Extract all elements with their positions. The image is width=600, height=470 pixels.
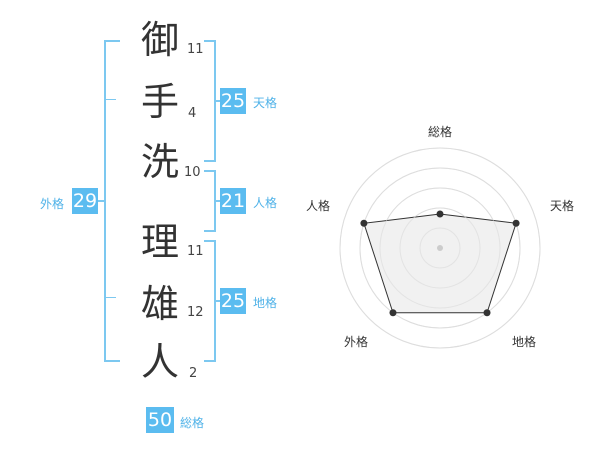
radar-axis-label-4: 外格 bbox=[344, 334, 368, 349]
gaikaku-bracket bbox=[104, 40, 120, 362]
soukaku-value: 50 bbox=[146, 407, 174, 433]
name-char-2: 手 bbox=[140, 80, 179, 124]
soukaku-label: 総格 bbox=[180, 416, 205, 430]
tenkaku-value: 25 bbox=[220, 88, 246, 114]
radar-grid-ring-overlay bbox=[379, 187, 501, 309]
radar-center-dot bbox=[437, 245, 443, 251]
radar-axis-label-2: 天格 bbox=[550, 198, 574, 213]
gaikaku-bracket-tick bbox=[104, 297, 116, 298]
radar-data-polygon bbox=[363, 213, 517, 314]
name-char-1: 御 bbox=[140, 18, 179, 62]
stroke-count-5: 12 bbox=[187, 305, 204, 320]
stroke-count-4: 11 bbox=[187, 244, 204, 259]
radar-point-1 bbox=[436, 210, 444, 218]
radar-axis-label-5: 人格 bbox=[306, 198, 330, 213]
gaikaku-bracket-tick bbox=[104, 99, 116, 100]
stroke-count-3: 10 bbox=[184, 165, 201, 180]
gaikaku-label: 外格 bbox=[40, 197, 65, 211]
name-char-3: 洗 bbox=[140, 140, 179, 184]
chikaku-connector bbox=[214, 300, 220, 302]
stroke-count-2: 4 bbox=[188, 106, 197, 121]
radar-point-5 bbox=[360, 219, 368, 227]
gaikaku-value: 29 bbox=[72, 188, 98, 214]
radar-grid-ring-overlay bbox=[399, 207, 481, 289]
name-char-4: 理 bbox=[140, 220, 179, 264]
radar-grid-ring-overlay bbox=[359, 167, 521, 329]
chikaku-label: 地格 bbox=[253, 296, 278, 310]
chikaku-value: 25 bbox=[220, 288, 246, 314]
radar-axis-label-3: 地格 bbox=[512, 334, 536, 349]
radar-grid-ring-overlay bbox=[419, 227, 461, 269]
name-char-5: 雄 bbox=[140, 282, 179, 326]
jinkaku-value: 21 bbox=[220, 188, 246, 214]
radar-point-4 bbox=[389, 309, 397, 317]
tenkaku-label: 天格 bbox=[253, 96, 278, 110]
jinkaku-connector bbox=[214, 200, 220, 202]
stroke-count-6: 2 bbox=[189, 366, 198, 381]
radar-point-2 bbox=[512, 219, 520, 227]
tenkaku-connector bbox=[214, 100, 220, 102]
name-char-6: 人 bbox=[140, 340, 179, 384]
gaikaku-connector bbox=[97, 200, 105, 202]
radar-point-3 bbox=[483, 309, 491, 317]
stroke-count-1: 11 bbox=[187, 42, 204, 57]
jinkaku-label: 人格 bbox=[253, 196, 278, 210]
radar-grid-ring-overlay bbox=[339, 147, 541, 349]
radar-axis-label-1: 総格 bbox=[428, 124, 452, 139]
